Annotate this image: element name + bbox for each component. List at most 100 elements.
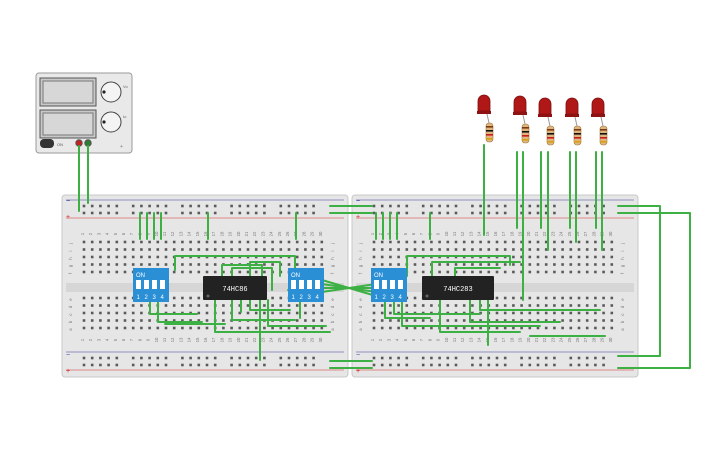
breadboard-hole: [544, 248, 548, 251]
breadboard-hole: [561, 240, 564, 244]
dip-number: 2: [145, 295, 149, 301]
breadboard-label: c: [358, 313, 363, 316]
breadboard-hole: [156, 204, 160, 208]
breadboard-hole: [372, 211, 376, 215]
wire: [249, 261, 281, 277]
dip-on-label: ON: [136, 273, 145, 279]
breadboard-hole: [430, 211, 433, 215]
led[interactable]: [565, 97, 582, 146]
breadboard-hole: [304, 240, 307, 244]
breadboard-hole: [295, 204, 299, 208]
dip-switch-3[interactable]: ON 1 2 3 4: [371, 268, 407, 302]
breadboard-hole: [123, 296, 127, 300]
breadboard-hole: [585, 326, 589, 330]
breadboard-hole: [107, 255, 110, 259]
breadboard-hole: [495, 263, 499, 266]
breadboard-hole: [304, 263, 307, 266]
power-supply[interactable]: Vo Io ON +: [35, 72, 133, 154]
led[interactable]: [591, 97, 608, 146]
breadboard-hole: [197, 270, 201, 274]
breadboard-hole: [304, 356, 307, 360]
breadboard-hole: [295, 311, 299, 315]
breadboard-hole: [107, 248, 110, 251]
breadboard-hole: [577, 270, 581, 274]
breadboard-hole: [503, 326, 507, 330]
breadboard-label: 18: [219, 231, 224, 236]
breadboard-label: 10: [154, 337, 159, 342]
breadboard-hole: [230, 211, 233, 215]
voltage-knob[interactable]: [100, 81, 122, 103]
breadboard-hole: [123, 326, 127, 330]
breadboard-hole: [585, 263, 589, 266]
wire: [617, 212, 691, 369]
dip-switch-1[interactable]: ON 1 2 3 4: [133, 268, 169, 302]
breadboard-hole: [446, 248, 450, 251]
dip-switch-2[interactable]: ON 1 2 3 4: [288, 268, 324, 302]
breadboard-hole: [189, 270, 192, 274]
breadboard-hole: [181, 296, 184, 300]
breadboard-hole: [544, 270, 548, 274]
breadboard-hole: [421, 270, 425, 274]
breadboard-hole: [181, 326, 184, 330]
breadboard-hole: [131, 363, 135, 367]
breadboard-hole: [438, 270, 441, 274]
breadboard-hole: [254, 356, 258, 360]
breadboard-hole: [553, 255, 556, 259]
led[interactable]: [513, 95, 530, 144]
breadboard-label: 5: [113, 232, 118, 235]
breadboard-hole: [312, 319, 315, 322]
breadboard-hole: [287, 304, 291, 307]
led[interactable]: [538, 97, 555, 146]
breadboard-hole: [82, 319, 86, 322]
resistor[interactable]: [546, 125, 555, 146]
breadboard-hole: [553, 363, 556, 367]
breadboard-hole: [397, 255, 400, 259]
resistor[interactable]: [599, 125, 608, 146]
dip-on-label: ON: [374, 273, 383, 279]
current-knob-label: Io: [123, 114, 127, 119]
breadboard-hole: [577, 311, 581, 315]
breadboard-hole: [438, 204, 441, 208]
breadboard-hole: [148, 248, 151, 251]
breadboard-hole: [413, 270, 417, 274]
breadboard-hole: [131, 255, 135, 259]
breadboard-hole: [471, 240, 474, 244]
wires: [78, 144, 691, 369]
breadboard-hole: [99, 263, 102, 266]
breadboard-label: 27: [293, 337, 298, 342]
breadboard-label: e: [68, 298, 73, 301]
ic-74hc283[interactable]: 74HC283: [422, 276, 494, 300]
resistor[interactable]: [485, 122, 494, 143]
breadboard-hole: [372, 204, 376, 208]
breadboard-label: 3: [386, 232, 391, 235]
breadboard-hole: [279, 204, 283, 208]
breadboard-hole: [164, 363, 168, 367]
breadboard-hole: [205, 326, 209, 330]
breadboard-hole: [561, 263, 564, 266]
breadboard-hole: [405, 356, 409, 360]
resistor[interactable]: [521, 123, 530, 144]
breadboard-hole: [528, 263, 532, 266]
breadboard-label: 9: [436, 232, 441, 235]
breadboard-hole: [107, 311, 110, 315]
breadboard-label: 26: [575, 231, 580, 236]
breadboard-hole: [430, 326, 433, 330]
breadboard-label: 7: [419, 232, 424, 235]
breadboard-hole: [246, 311, 250, 315]
breadboard-hole: [561, 304, 564, 307]
breadboard-label: 29: [310, 231, 315, 236]
breadboard-hole: [254, 270, 258, 274]
breadboard-hole: [181, 248, 184, 251]
led[interactable]: [477, 94, 494, 143]
breadboard-hole: [99, 363, 102, 367]
wire: [249, 299, 291, 311]
ic-74hc86[interactable]: 74HC86: [203, 276, 267, 300]
breadboard-hole: [503, 211, 507, 215]
breadboard-hole: [520, 356, 523, 360]
power-button[interactable]: [40, 139, 54, 148]
breadboard-hole: [222, 248, 225, 251]
breadboard-hole: [164, 204, 168, 208]
current-knob[interactable]: [100, 111, 122, 133]
resistor[interactable]: [573, 125, 582, 146]
breadboard-hole: [148, 356, 151, 360]
